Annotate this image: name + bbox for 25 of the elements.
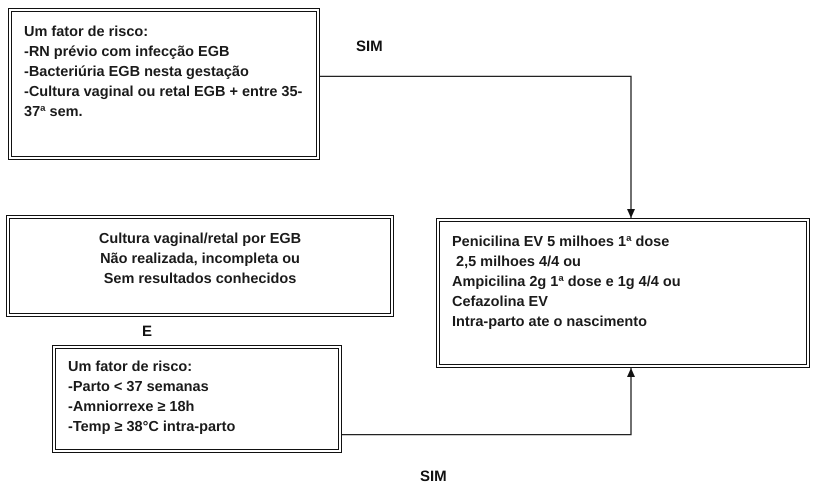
arrow bbox=[342, 368, 635, 436]
box-text: Sem resultados conhecidos bbox=[104, 270, 296, 289]
answer-label: SIM bbox=[356, 38, 383, 55]
condition-box bbox=[6, 215, 394, 317]
box-text: Intra-parto ate o nascimento bbox=[452, 313, 647, 332]
box-text: Não realizada, incompleta ou bbox=[100, 250, 300, 269]
box-text: -Cultura vaginal ou retal EGB + entre 35-37ª sem. bbox=[24, 83, 304, 122]
box-text: Cultura vaginal/retal por EGB bbox=[98, 230, 302, 249]
box-text: 2,5 milhoes 4/4 ou bbox=[455, 253, 581, 272]
box-text: -Parto < 37 semanas bbox=[68, 378, 209, 397]
box-text: -Amniorrexe ≥ 18h bbox=[68, 398, 194, 417]
condition-box bbox=[8, 8, 320, 160]
box-text: Penicilina EV 5 milhoes 1ª dose bbox=[452, 233, 670, 252]
box-text: -Temp ≥ 38°C intra-parto bbox=[68, 418, 236, 437]
box-text: Ampicilina 2g 1ª dose e 1g 4/4 ou bbox=[452, 273, 681, 292]
box-text: Cefazolina EV bbox=[452, 293, 548, 312]
box-text: -RN prévio com infecção EGB bbox=[24, 43, 230, 62]
condition-box bbox=[52, 345, 342, 453]
answer-label: SIM bbox=[420, 468, 447, 485]
connector-label: E bbox=[142, 323, 152, 340]
treatment-box bbox=[436, 218, 810, 368]
box-heading: Um fator de risco: bbox=[24, 23, 148, 42]
box-text: -Bacteriúria EGB nesta gestação bbox=[24, 63, 249, 82]
box-heading: Um fator de risco: bbox=[68, 358, 192, 377]
arrow bbox=[320, 76, 635, 218]
